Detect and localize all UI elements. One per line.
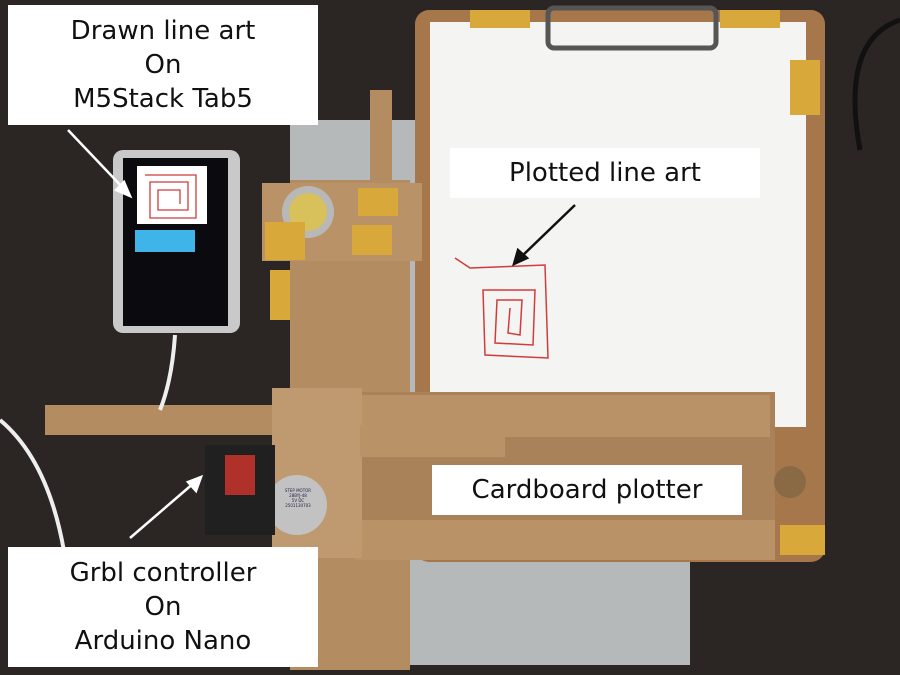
tablet-label: Drawn line art On M5Stack Tab5	[8, 5, 318, 125]
tape	[780, 525, 825, 555]
tape	[270, 270, 290, 320]
arrow-controller	[129, 474, 204, 539]
pen-arm	[360, 425, 505, 457]
paper	[430, 22, 806, 427]
x-rail-lower	[355, 520, 775, 560]
motor-label-line: 28BYJ-48	[289, 493, 307, 498]
motor-label: STEP MOTOR 28BYJ-48 5V DC 2501130703	[278, 488, 318, 508]
drawing-canvas	[137, 166, 207, 224]
tablet-buttons	[135, 230, 195, 252]
tape	[720, 10, 780, 28]
controller-label-line: On	[144, 592, 182, 622]
controller-label-line: Arduino Nano	[74, 626, 252, 656]
pulley	[774, 466, 806, 498]
motor-label-line: STEP MOTOR	[284, 488, 312, 493]
x-stepper-motor	[267, 475, 327, 535]
tablet-label-line: On	[144, 50, 182, 80]
tablet-label-line: M5Stack Tab5	[73, 84, 253, 114]
tablet-label-line: Drawn line art	[70, 16, 256, 46]
cable	[852, 17, 900, 151]
controller-label-line: Grbl controller	[69, 558, 257, 588]
tape	[352, 225, 392, 255]
plotted-label-text: Plotted line art	[509, 158, 701, 188]
y-rail-top	[370, 90, 392, 200]
controller-label: Grbl controller On Arduino Nano	[8, 547, 318, 667]
usb-cable	[158, 334, 177, 411]
plotted-line-art	[454, 257, 549, 359]
clip	[545, 5, 719, 51]
arrow-tablet	[67, 129, 133, 199]
tape	[358, 188, 398, 216]
tape	[790, 60, 820, 115]
tablet-line-art	[145, 174, 197, 219]
tape	[470, 10, 530, 28]
motor-label-line: 5V DC	[291, 498, 305, 503]
plotted-label: Plotted line art	[450, 148, 760, 198]
motor-label-line: 2501130703	[285, 503, 311, 508]
plotter-label-text: Cardboard plotter	[471, 475, 703, 505]
arrow-plotted	[512, 204, 576, 267]
tape	[265, 222, 305, 260]
plotter-label: Cardboard plotter	[432, 465, 742, 515]
